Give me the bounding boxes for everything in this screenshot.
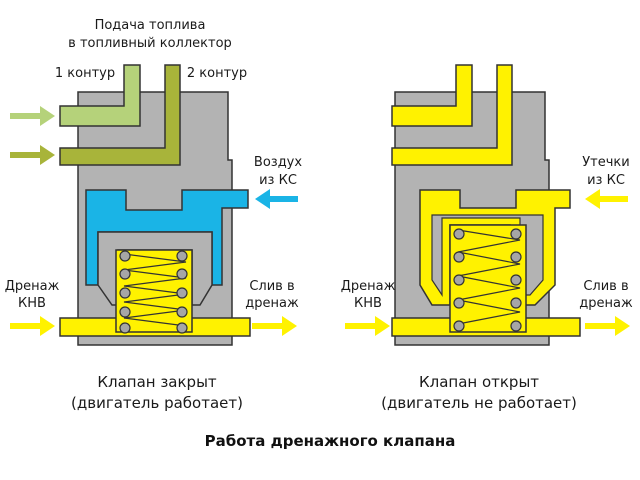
drain-in-label-2: КНВ [354,296,382,311]
arrow-drain-out [585,316,630,336]
leak-label-1: Утечки [582,155,629,170]
arrow-leak-in [585,189,628,209]
arrow-drain-in [10,316,55,336]
fuel-supply-label-2: в топливный коллектор [68,36,232,51]
closed-caption-2: (двигатель работает) [71,394,243,412]
spring [123,253,187,327]
spring-balls-left [119,250,188,334]
fuel-pipe-circuit2 [391,64,513,166]
drain-in-label-1: Дренаж [341,279,396,294]
arrow-air-in [255,189,298,209]
spring-balls-right [453,228,522,332]
fuel-supply-label-1: Подача топлива [95,18,206,33]
drain-out-label-1: Слив в [249,279,294,294]
closed-caption-1: Клапан закрыт [97,373,217,391]
arrow-drain-in [345,316,390,336]
open-valve [345,64,630,346]
arrow-circuit1-in [10,106,55,126]
circuit1-label: 1 контур [55,66,115,81]
diagram-title: Работа дренажного клапана [205,432,456,450]
fuel-pipe-circuit1 [391,64,473,127]
arrow-circuit2-in [10,145,55,165]
closed-valve [10,64,298,346]
drain-out-label-2: дренаж [245,296,299,311]
fuel-pipe-circuit2 [59,64,181,166]
air-label-1: Воздух [254,155,302,170]
open-caption-1: Клапан открыт [419,373,539,391]
fuel-pipe-circuit1 [59,64,141,127]
arrow-drain-out [252,316,297,336]
open-caption-2: (двигатель не работает) [381,394,577,412]
circuit2-label: 2 контур [187,66,247,81]
drain-in-label-2: КНВ [18,296,46,311]
drain-in-label-1: Дренаж [5,279,60,294]
drain-out-label-1: Слив в [583,279,628,294]
drain-out-label-2: дренаж [579,296,633,311]
leak-label-2: из КС [587,173,625,188]
air-label-2: из КС [259,173,297,188]
